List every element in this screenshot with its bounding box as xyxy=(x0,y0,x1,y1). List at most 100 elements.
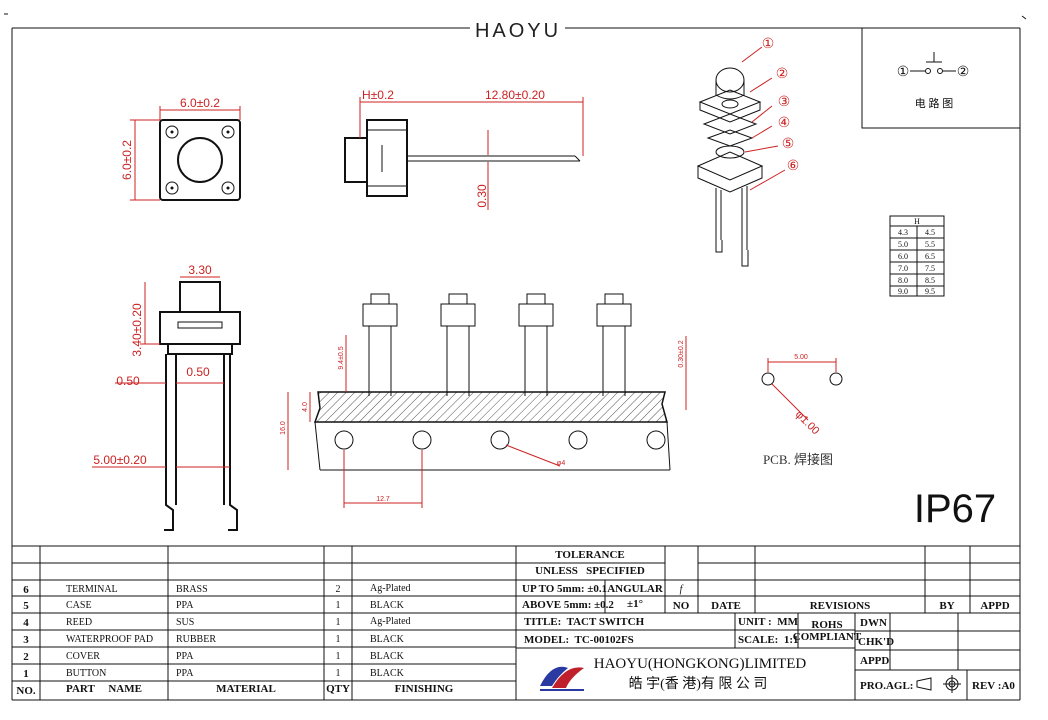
parts-row-qty: 2 xyxy=(336,584,341,595)
title-block-grid xyxy=(12,545,1020,700)
tolerance-block: TOLERANCE UNLESS SPECIFIED UP TO 5mm: ±0… xyxy=(522,549,664,611)
circuit-diagram: ① ② 电 路 图 xyxy=(861,28,1020,129)
circuit-label: 电 路 图 xyxy=(915,97,954,110)
unit: UNIT : MM xyxy=(738,616,799,628)
parts-row-finishing: BLACK xyxy=(370,668,405,679)
h-table-cell: 9.0 xyxy=(898,287,908,296)
brand-title: HAOYU xyxy=(475,20,561,42)
tolerance-above: ABOVE 5mm: ±0.2 xyxy=(522,599,614,611)
h-table-cell: 8.5 xyxy=(925,276,935,285)
tolerance-title: TOLERANCE xyxy=(555,549,624,561)
pcb-layout: 5.00 φ1.00 PCB. 焊接图 xyxy=(761,354,843,467)
title-block: TITLE: TACT SWITCH MODEL: TC-00102FS UNI… xyxy=(524,616,1015,693)
parts-row-qty: 1 xyxy=(336,617,341,628)
parts-header-qty: QTY xyxy=(326,683,350,695)
revisions-header-by: BY xyxy=(939,600,954,612)
exploded-view: ① ② ③ ④ ⑤ ⑥ xyxy=(696,37,800,267)
company-logo xyxy=(540,666,584,691)
parts-header-finishing: FINISHING xyxy=(395,683,454,695)
dim-h: H±0.2 xyxy=(362,88,394,102)
parts-row-qty: 1 xyxy=(336,668,341,679)
dim-tape-94: 9.4±0.5 xyxy=(338,346,345,369)
callout-4: ④ xyxy=(778,116,791,131)
dim-pcb-spacing: 5.00 xyxy=(794,354,808,361)
tolerance-angular-value: ±1° xyxy=(627,598,643,610)
top-view: 6.0±0.2 6.0±0.2 xyxy=(120,96,241,201)
parts-row-material: PPA xyxy=(176,651,194,662)
parts-row-no: 2 xyxy=(23,651,29,663)
projection-angle-icon xyxy=(916,675,961,693)
dim-pin-gap-right: 0.50 xyxy=(186,365,210,379)
dim-pin-length: 12.80±0.20 xyxy=(485,88,545,102)
callout-3: ③ xyxy=(778,95,791,110)
dim-width-330: 3.30 xyxy=(188,263,212,277)
callout-6: ⑥ xyxy=(787,159,800,174)
dim-tape-hole: φ4 xyxy=(557,460,566,467)
parts-row-material: PPA xyxy=(176,600,194,611)
company-name-en: HAOYU(HONGKONG)LIMITED xyxy=(594,656,807,672)
tape-switch-2 xyxy=(440,293,476,396)
drawing-frame xyxy=(4,13,1027,701)
tape-reel-view: 9.4±0.5 0.30±0.2 4.0 16.0 12.7 φ4 xyxy=(280,293,687,508)
h-table-header: H xyxy=(914,217,920,226)
parts-row-finishing: Ag-Plated xyxy=(370,583,411,594)
revisions-block: f NO DATE REVISIONS BY APPD xyxy=(673,584,1010,612)
parts-header-part: PART NAME xyxy=(66,683,142,695)
parts-row-part: TERMINAL xyxy=(66,584,118,595)
tolerance-subtitle: UNLESS SPECIFIED xyxy=(535,565,645,577)
chkd-label: CHK'D xyxy=(858,636,894,648)
dim-height-340: 3.40±0.20 xyxy=(130,303,144,357)
parts-list: NO. PART NAME MATERIAL QTY FINISHING 6 T… xyxy=(16,583,453,697)
revisions-header-appd: APPD xyxy=(980,600,1009,612)
projection-angle-label: PRO.AGL: xyxy=(860,680,913,692)
revisions-header-no: NO xyxy=(673,600,690,612)
parts-row-finishing: BLACK xyxy=(370,634,405,645)
callout-1: ① xyxy=(762,37,775,52)
model-number: MODEL: TC-00102FS xyxy=(524,634,634,646)
dim-tape-160: 16.0 xyxy=(280,421,287,435)
revision-label: REV :A0 xyxy=(972,680,1015,692)
h-table-cell: 6.5 xyxy=(925,252,935,261)
callout-5: ⑤ xyxy=(782,137,795,152)
front-view: 3.30 3.40±0.20 0.50 0.50 5.00±0.20 xyxy=(92,263,241,531)
pcb-label: PCB. 焊接图 xyxy=(763,452,833,467)
parts-row-material: RUBBER xyxy=(176,634,216,645)
dim-pin-spacing: 5.00±0.20 xyxy=(93,453,147,467)
parts-row-material: BRASS xyxy=(176,584,208,595)
dim-lead-thickness: 0.30 xyxy=(475,184,489,208)
parts-row-qty: 1 xyxy=(336,651,341,662)
parts-row-part: WATERPROOF PAD xyxy=(66,634,153,645)
parts-row-no: 3 xyxy=(23,634,29,646)
tape-switch-3 xyxy=(518,293,554,396)
revision-mark: f xyxy=(680,584,684,595)
parts-row-material: SUS xyxy=(176,617,194,628)
parts-row-finishing: BLACK xyxy=(370,600,405,611)
side-view: H±0.2 12.80±0.20 0.30 xyxy=(344,88,584,210)
parts-row-finishing: Ag-Plated xyxy=(370,616,411,627)
parts-row-finishing: BLACK xyxy=(370,651,405,662)
tolerance-angular: ANGULAR xyxy=(607,583,664,595)
dim-body-width: 6.0±0.2 xyxy=(180,96,220,110)
revisions-header-revisions: REVISIONS xyxy=(810,600,871,612)
h-table-cell: 5.5 xyxy=(925,240,935,249)
h-table-cell: 8.0 xyxy=(898,276,908,285)
parts-row-no: 6 xyxy=(23,584,29,596)
drawing-title: TITLE: TACT SWITCH xyxy=(524,616,645,628)
parts-row-no: 4 xyxy=(23,617,29,629)
h-table-cell: 7.5 xyxy=(925,264,935,273)
appd-label: APPD xyxy=(860,655,889,667)
revisions-header-date: DATE xyxy=(711,600,741,612)
rohs-compliant: COMPLIANT xyxy=(793,631,862,643)
h-table: H 4.3 4.5 5.0 5.5 6.0 6.5 7.0 7.5 8.0 8.… xyxy=(889,215,945,297)
dim-tape-40: 4.0 xyxy=(302,402,309,412)
callout-2: ② xyxy=(776,67,789,82)
h-table-cell: 4.5 xyxy=(925,228,935,237)
circuit-pin1: ① xyxy=(897,65,910,80)
h-table-cell: 9.5 xyxy=(925,287,935,296)
h-table-cell: 6.0 xyxy=(898,252,908,261)
company-name-cn: 皓 宇(香 港)有 限 公 司 xyxy=(629,676,768,692)
tolerance-up-to: UP TO 5mm: ±0.1 xyxy=(522,583,607,595)
parts-row-part: REED xyxy=(66,617,92,628)
h-table-cell: 5.0 xyxy=(898,240,908,249)
